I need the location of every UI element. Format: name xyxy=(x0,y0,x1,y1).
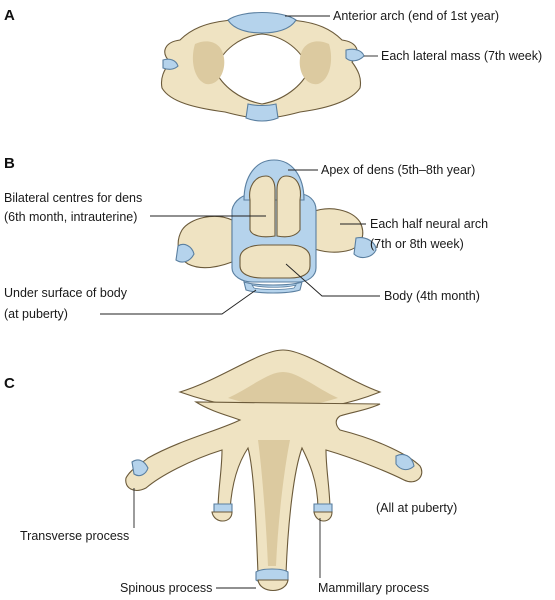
left-dens-centre xyxy=(249,175,276,238)
spinous-process-tip xyxy=(257,579,289,592)
vertebral-foramen xyxy=(214,33,310,105)
transverse-process-cap xyxy=(131,459,149,477)
label-apex-dens: Apex of dens (5th–8th year) xyxy=(321,163,475,177)
label-half-arch-line1: Each half neural arch xyxy=(370,217,488,231)
panel-label-a: A xyxy=(4,7,15,24)
left-transverse-cartilage xyxy=(162,58,179,70)
left-mammillary-cap xyxy=(213,503,233,513)
label-bilateral-line2: (6th month, intrauterine) xyxy=(4,210,137,224)
leader-under-surface xyxy=(100,289,257,315)
lumbar-vertebra xyxy=(125,349,423,592)
label-body: Body (4th month) xyxy=(384,289,480,303)
label-half-arch-line2: (7th or 8th week) xyxy=(370,237,464,251)
left-articular-facet xyxy=(192,41,225,85)
spinous-process-shade xyxy=(258,440,290,566)
right-dens-centre xyxy=(276,175,302,238)
under-surface-inner xyxy=(251,284,297,290)
left-mammillary-tip xyxy=(211,511,233,522)
label-under-surface-line2: (at puberty) xyxy=(4,307,68,321)
panel-label-b: B xyxy=(4,155,15,172)
panel-label-c: C xyxy=(4,375,15,392)
right-arch-tip-cartilage xyxy=(353,237,377,259)
anterior-arch-cartilage xyxy=(227,12,297,34)
label-mammillary: Mammillary process xyxy=(318,581,429,595)
label-bilateral-line1: Bilateral centres for dens xyxy=(4,191,142,205)
body-shade xyxy=(228,372,338,408)
axis-vertebra xyxy=(175,159,377,294)
right-articular-facet xyxy=(299,41,332,85)
right-mammillary-tip xyxy=(313,511,333,522)
label-transverse: Transverse process xyxy=(20,529,129,543)
left-arch-tip-cartilage xyxy=(175,243,195,263)
right-transverse-cartilage xyxy=(345,48,365,62)
posterior-arch-cartilage xyxy=(245,103,279,122)
body-centre xyxy=(239,244,311,279)
right-transverse-cap xyxy=(395,453,415,471)
label-spinous: Spinous process xyxy=(120,581,212,595)
label-anterior-arch: Anterior arch (end of 1st year) xyxy=(333,9,499,23)
label-lateral-mass: Each lateral mass (7th week) xyxy=(381,49,542,63)
leader-body xyxy=(285,263,380,297)
right-mammillary-cap xyxy=(313,503,333,513)
atlas-vertebra xyxy=(160,12,365,122)
label-all-puberty: (All at puberty) xyxy=(376,501,457,515)
label-under-surface-line1: Under surface of body xyxy=(4,286,128,300)
